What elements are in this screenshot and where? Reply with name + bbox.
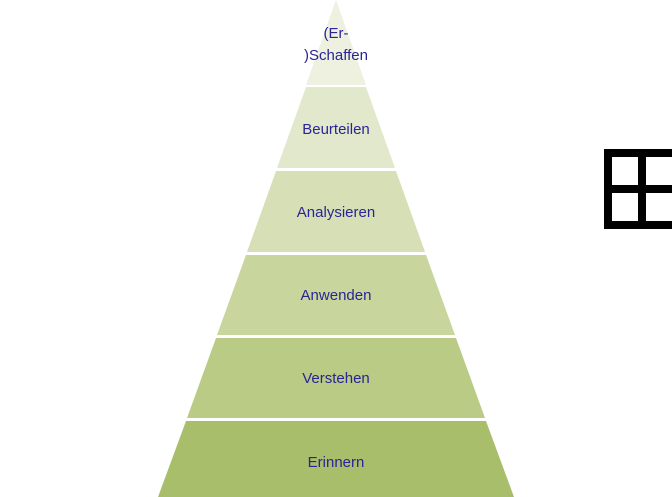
pyramid-level-erinnern: Erinnern: [158, 421, 514, 497]
pyramid-level-erschaffen: (Er- )Schaffen: [304, 0, 368, 85]
pyramid-level-analysieren: Analysieren: [247, 171, 425, 252]
pyramid-level-erschaffen-label-line1: (Er-: [324, 25, 349, 42]
pyramid-level-verstehen-label: Verstehen: [302, 370, 370, 387]
pyramid-level-anwenden-shape: [217, 255, 455, 335]
pyramid-level-beurteilen-label: Beurteilen: [302, 121, 370, 138]
pyramid-level-analysieren-label: Analysieren: [297, 204, 375, 221]
pyramid-level-analysieren-shape: [247, 171, 425, 252]
pyramid-level-erinnern-shape: [158, 421, 514, 497]
pyramid-level-erschaffen-shape: [306, 0, 366, 85]
pyramid-level-erinnern-label: Erinnern: [308, 454, 365, 471]
pyramid-level-anwenden: Anwenden: [217, 255, 455, 335]
pyramid-level-verstehen: Verstehen: [187, 338, 485, 418]
pyramid-level-erschaffen-label-line2: )Schaffen: [304, 47, 368, 64]
pyramid-level-beurteilen: Beurteilen: [277, 87, 395, 168]
table-grid-icon: [604, 149, 672, 229]
pyramid-level-verstehen-shape: [187, 338, 485, 418]
pyramid-level-anwenden-label: Anwenden: [301, 287, 372, 304]
pyramid-level-beurteilen-shape: [277, 87, 395, 168]
